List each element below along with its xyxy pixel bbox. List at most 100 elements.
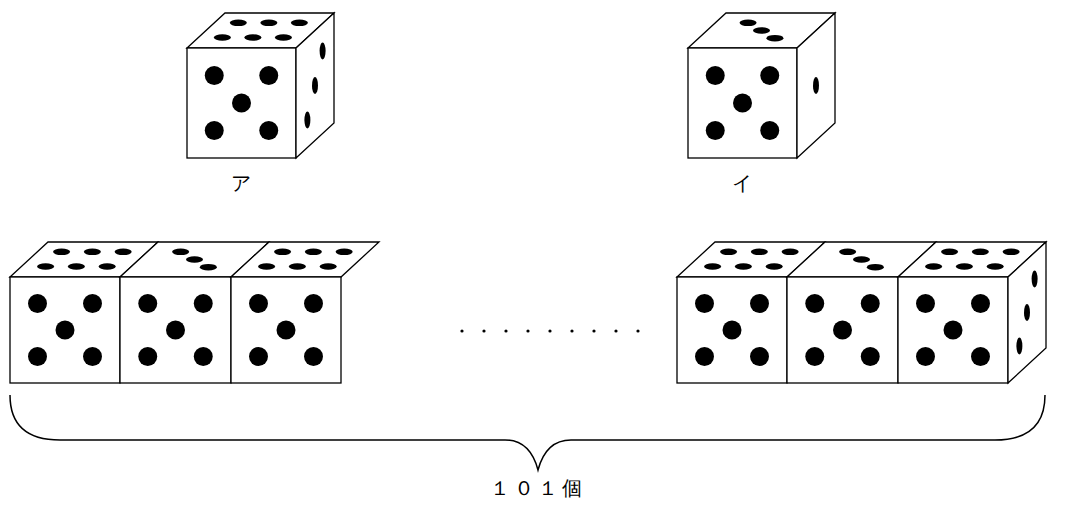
pip (704, 263, 721, 270)
pip (214, 34, 231, 41)
die-front (787, 277, 898, 383)
pip (336, 249, 353, 256)
pip (274, 249, 291, 256)
die (688, 13, 835, 158)
pip (304, 112, 310, 129)
pip (782, 249, 799, 256)
die-side (296, 13, 334, 158)
die-front (677, 277, 787, 383)
pip (138, 294, 157, 313)
pip (751, 249, 768, 256)
die-side (1008, 242, 1046, 383)
pip (28, 347, 47, 366)
pip (304, 347, 323, 366)
pip (916, 347, 935, 366)
pip (735, 263, 752, 270)
pip (289, 263, 306, 270)
pip (987, 263, 1004, 270)
pip (186, 256, 203, 263)
pip (706, 66, 725, 85)
pip (706, 121, 725, 140)
pip (833, 321, 852, 340)
pip (205, 121, 224, 140)
die-front (120, 277, 231, 383)
ellipsis-dots (460, 329, 639, 332)
pip (740, 20, 757, 27)
pip (971, 294, 990, 313)
pip (972, 249, 989, 256)
pip (760, 66, 779, 85)
pip (244, 34, 261, 41)
pip (813, 77, 819, 94)
pip (172, 249, 189, 256)
pip (260, 20, 277, 27)
pip (861, 294, 880, 313)
die-label: ア (231, 171, 251, 195)
pip (68, 263, 85, 270)
pip (56, 321, 75, 340)
die (898, 242, 1046, 383)
pip (305, 249, 322, 256)
die-front (231, 277, 341, 383)
pip (291, 20, 308, 27)
pip (750, 347, 769, 366)
pip (249, 294, 268, 313)
pip (925, 263, 942, 270)
pip (1024, 304, 1030, 321)
pip (28, 294, 47, 313)
pip (230, 20, 247, 27)
pip (805, 294, 824, 313)
pip (695, 347, 714, 366)
pip (194, 294, 213, 313)
pip (138, 347, 157, 366)
pip (277, 321, 296, 340)
pip (259, 121, 278, 140)
pip (861, 347, 880, 366)
pip (753, 27, 770, 34)
pip (320, 43, 326, 60)
pip (750, 294, 769, 313)
pip (695, 294, 714, 313)
pip (166, 321, 185, 340)
pip (249, 347, 268, 366)
pip (760, 121, 779, 140)
pip (766, 263, 783, 270)
die-label: イ (732, 171, 752, 195)
die-front (187, 48, 296, 158)
pip (720, 249, 737, 256)
die-front (10, 277, 120, 383)
pip (853, 256, 870, 263)
pip (971, 347, 990, 366)
die-front (898, 277, 1008, 383)
pip (304, 294, 323, 313)
pip (766, 35, 783, 42)
pip (916, 294, 935, 313)
pip (115, 249, 132, 256)
pip (956, 263, 973, 270)
pip (320, 263, 337, 270)
pip (99, 263, 116, 270)
pip (194, 347, 213, 366)
die-side (797, 13, 835, 158)
pip (941, 249, 958, 256)
count-brace (10, 395, 1045, 470)
pip (1003, 249, 1020, 256)
pip (205, 66, 224, 85)
pip (258, 263, 275, 270)
pip (805, 347, 824, 366)
pip (723, 321, 742, 340)
die (187, 13, 334, 158)
pip (275, 34, 292, 41)
pip (733, 94, 752, 113)
count-label: １０１個 (490, 476, 586, 500)
pip (867, 264, 884, 271)
pip (37, 263, 54, 270)
die-top (231, 242, 379, 277)
pip (1032, 271, 1038, 288)
pip (312, 77, 318, 94)
pip (84, 249, 101, 256)
die-front (688, 48, 797, 158)
pip (83, 294, 102, 313)
pip (1016, 338, 1022, 355)
